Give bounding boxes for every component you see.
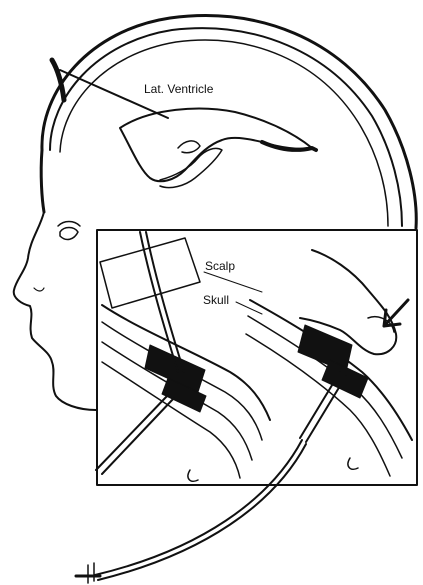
label-lateral-ventricle: Lat. Ventricle <box>144 82 214 96</box>
label-scalp: Scalp <box>205 259 235 273</box>
label-skull: Skull <box>203 293 229 307</box>
face-profile <box>14 212 96 410</box>
catheter-right <box>300 372 340 438</box>
tube-clamp-icon <box>76 563 100 583</box>
inset-frame <box>97 230 417 485</box>
scalp-leader <box>204 272 262 292</box>
inset-left-layers <box>102 305 270 478</box>
head-outline <box>41 16 416 228</box>
catheter-left-exit <box>96 395 168 470</box>
lateral-ventricle <box>120 109 316 188</box>
drainage-tubing <box>95 440 302 575</box>
